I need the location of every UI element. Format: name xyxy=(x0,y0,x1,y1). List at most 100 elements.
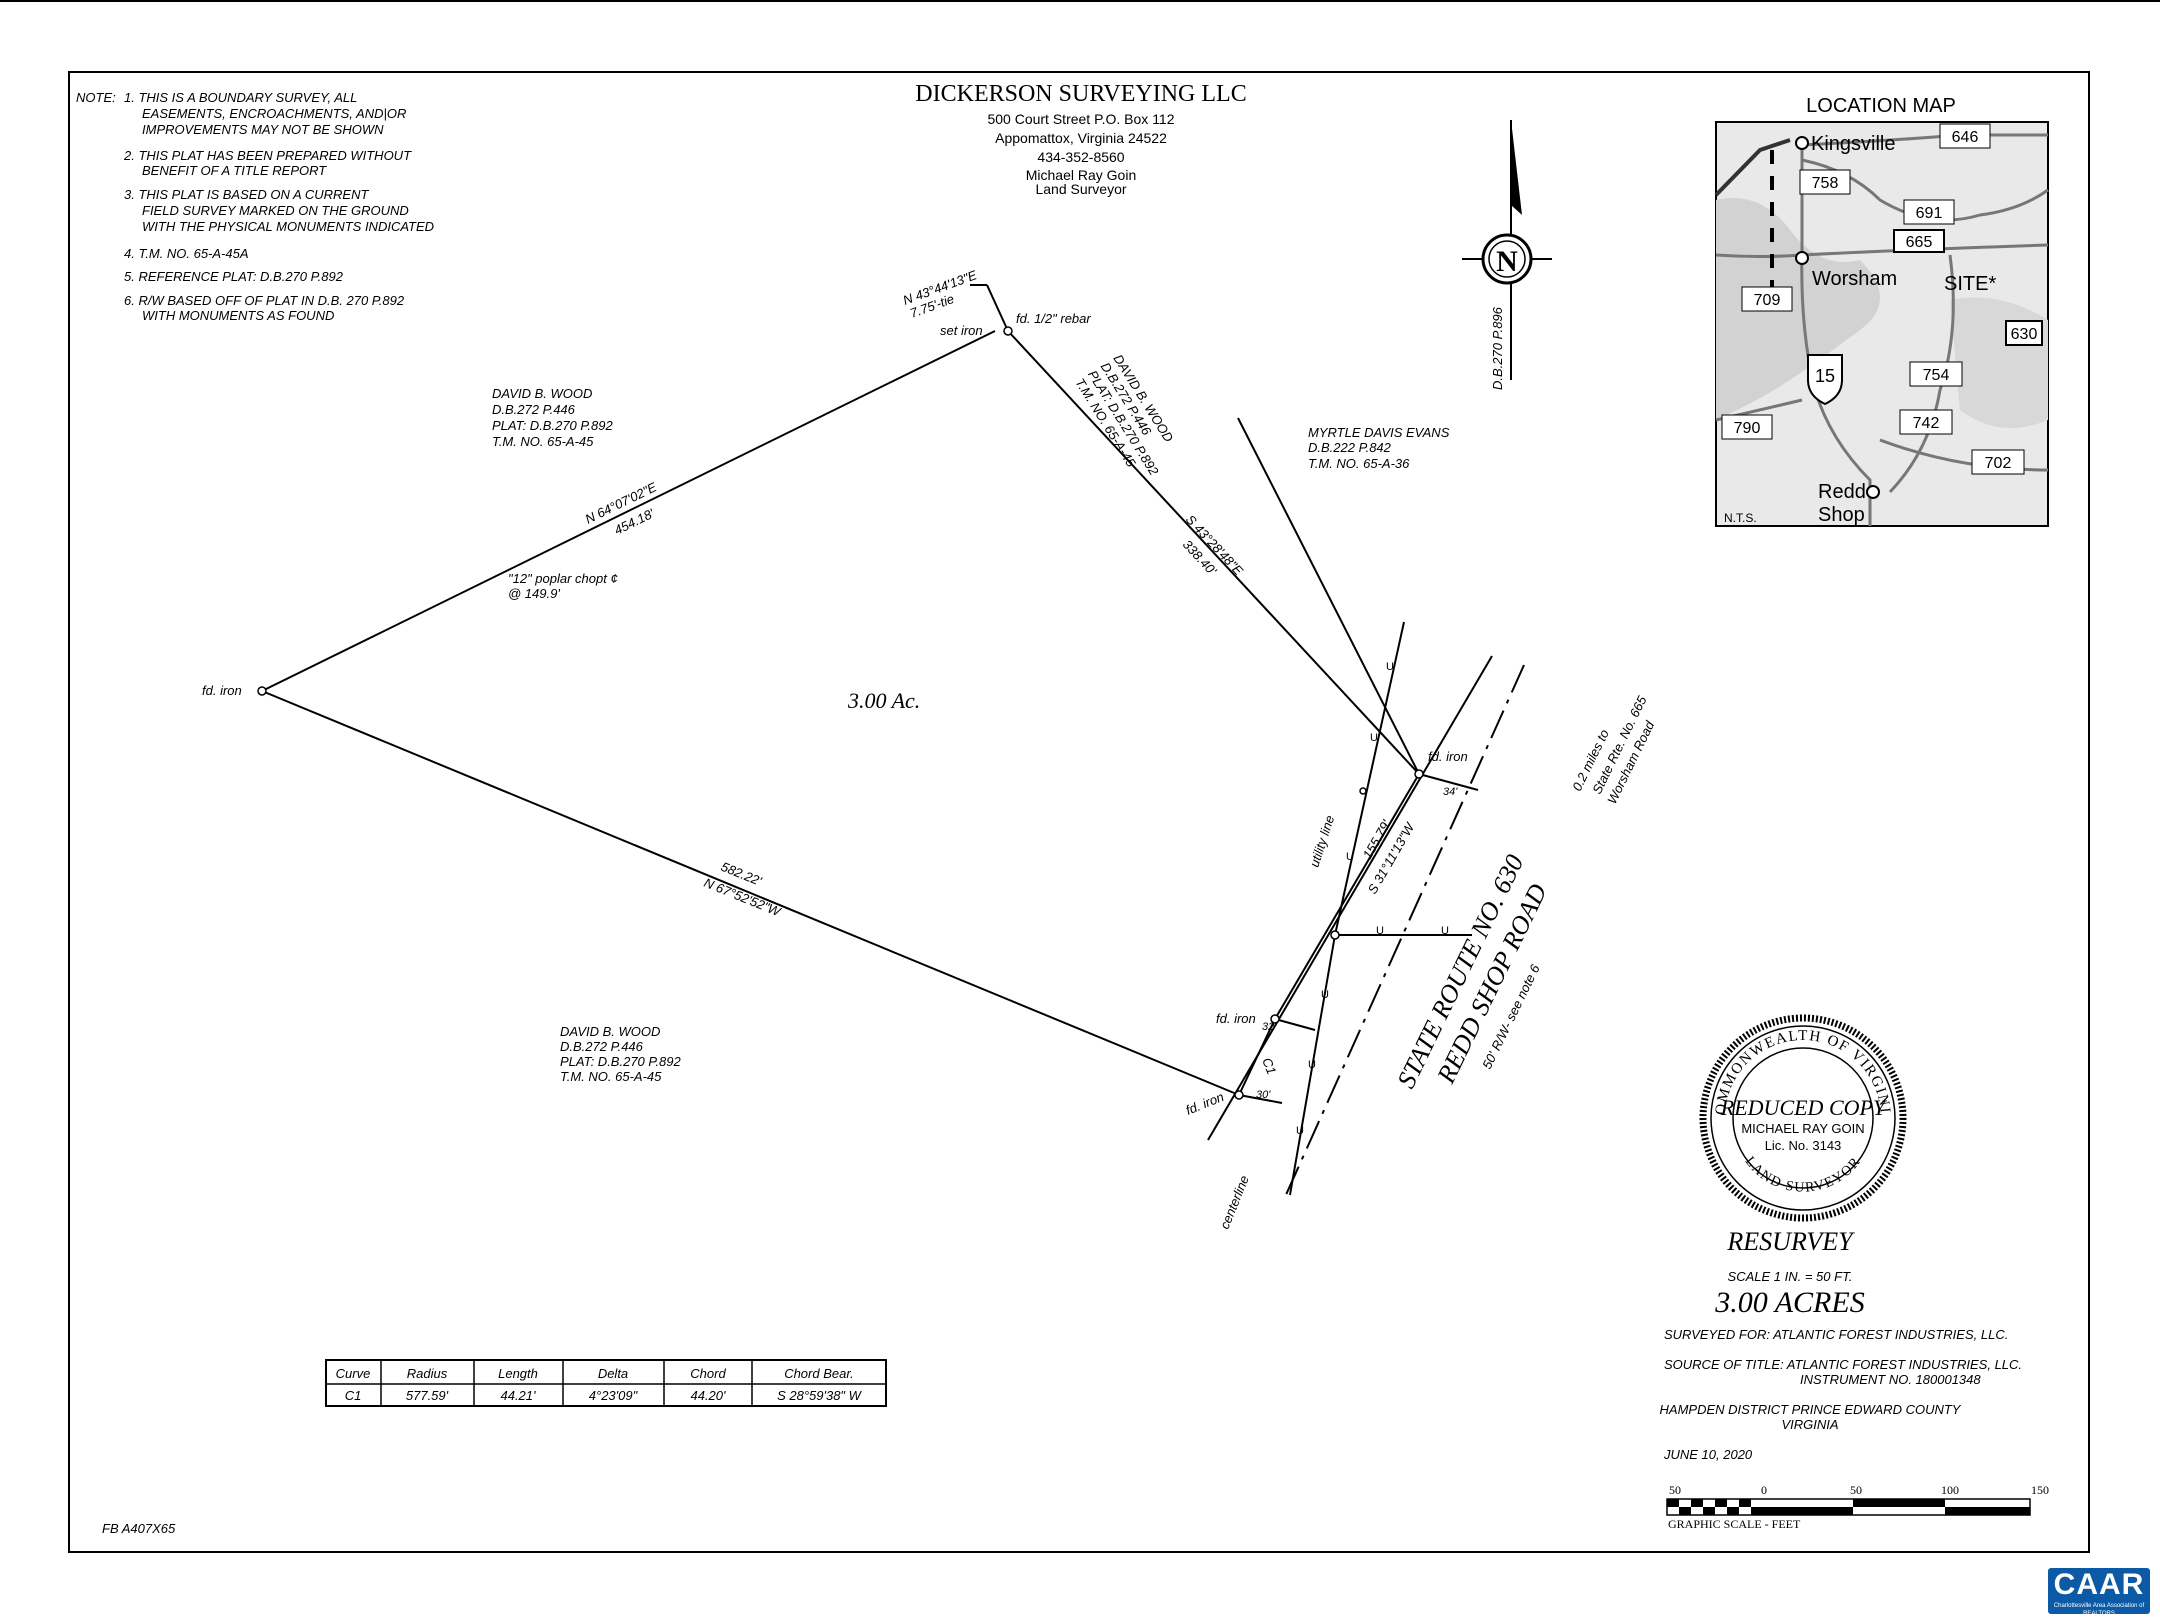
scale-tick-label: 100 xyxy=(1941,1483,1959,1497)
utility-marker: U xyxy=(1386,661,1394,673)
note-line: 6. R/W BASED OFF OF PLAT IN D.B. 270 P.8… xyxy=(124,293,405,308)
scale-checker xyxy=(1667,1499,1679,1507)
road-630 xyxy=(1888,254,1955,494)
graphic-scale-label: GRAPHIC SCALE - FEET xyxy=(1668,1517,1801,1531)
offset-32: 32' xyxy=(1262,1021,1277,1033)
utility-pole xyxy=(1330,930,1340,940)
worsham-marker xyxy=(1795,251,1809,265)
scale-checker xyxy=(1679,1507,1691,1515)
curve-table-frame xyxy=(325,1359,887,1407)
north-arrow-head xyxy=(1511,120,1522,215)
utility-pole xyxy=(1359,787,1367,795)
north-arrow-circle xyxy=(1481,233,1533,285)
parcel-line: T.M. NO. 65-A-45 xyxy=(492,434,594,449)
curve-table-header: Delta xyxy=(598,1366,628,1381)
scale-checker xyxy=(1703,1507,1715,1515)
company-city: Appomattox, Virginia 24522 xyxy=(995,130,1167,146)
terrain-shade xyxy=(1716,198,1880,420)
scale-segment xyxy=(1853,1499,1945,1507)
seal-ring xyxy=(1710,1025,1896,1211)
location-map: LOCATION MAP Kingsville Worsham SITE* Re… xyxy=(1714,95,2049,527)
parcel-wood-south: DAVID B. WOOD D.B.272 P.446 PLAT: D.B.27… xyxy=(560,1024,681,1084)
plat-border xyxy=(68,71,2090,1553)
scale-segment xyxy=(1945,1507,2030,1515)
utility-marker: U xyxy=(1441,925,1449,937)
route-label: 742 xyxy=(1913,415,1940,432)
field-book-ref: FB A407X65 xyxy=(102,1521,176,1536)
surveyor-name: Michael Ray Goin xyxy=(1026,167,1137,183)
place-worsham: Worsham xyxy=(1812,268,1897,290)
seal-license: Lic. No. 3143 xyxy=(1765,1138,1842,1153)
source-of-title: SOURCE OF TITLE: ATLANTIC FOREST INDUSTR… xyxy=(1664,1357,2022,1372)
monument-set-iron xyxy=(1003,326,1013,336)
route-label: 665 xyxy=(1906,234,1933,251)
utility-marker: U xyxy=(1321,989,1329,1001)
parcel-line: PLAT: D.B.270 P.892 xyxy=(492,418,613,433)
road-east-west xyxy=(1715,243,2049,258)
scale-segment xyxy=(1763,1507,1853,1515)
boundary xyxy=(261,284,1525,1198)
utility-marker: U xyxy=(1370,732,1378,744)
parcel-line: D.B.222 P.842 xyxy=(1308,440,1392,455)
monument-mid xyxy=(1270,1014,1280,1024)
survey-date: JUNE 10, 2020 xyxy=(1663,1447,1753,1462)
graphic-scale-ticks: 50 0 50 100 150 xyxy=(1669,1483,2049,1497)
curve-table-cell: C1 xyxy=(345,1388,362,1403)
route-label: 646 xyxy=(1952,129,1979,146)
route-shield xyxy=(1741,286,1793,312)
curve-table-header: Chord Bear. xyxy=(784,1366,854,1381)
state: VIRGINIA xyxy=(1781,1417,1838,1432)
centerline-label: centerline xyxy=(1217,1173,1252,1231)
row-line-west xyxy=(1207,655,1493,1141)
curve-table-header: Chord xyxy=(690,1366,726,1381)
curve-table-header: Radius xyxy=(407,1366,448,1381)
area-label: 3.00 Ac. xyxy=(847,688,920,713)
utility-markers: U U U U U U U U xyxy=(1296,661,1449,1137)
note-line: FIELD SURVEY MARKED ON THE GROUND xyxy=(142,203,409,218)
note-line: 2. THIS PLAT HAS BEEN PREPARED WITHOUT xyxy=(123,148,412,163)
location-map-title: LOCATION MAP xyxy=(1806,95,1956,117)
scale-checker xyxy=(1727,1507,1739,1515)
utility-marker: U xyxy=(1376,925,1384,937)
road-702 xyxy=(1879,438,2049,472)
route-label: 702 xyxy=(1985,455,2012,472)
east-iron-label: fd. iron xyxy=(1428,749,1468,764)
road-centerline xyxy=(1284,664,1525,1198)
poplar-label: "12" poplar chopt ¢ xyxy=(508,571,618,586)
utility-marker: U xyxy=(1296,1125,1304,1137)
route-shield xyxy=(1799,169,1851,195)
route-label: 630 xyxy=(2011,326,2038,343)
caar-logo-text: CAAR xyxy=(2053,1568,2145,1601)
seal-inner-ring xyxy=(1732,1047,1874,1189)
curve-table: Curve Radius Length Delta Chord Chord Be… xyxy=(325,1359,887,1407)
acreage-title: 3.00 ACRES xyxy=(1714,1286,1864,1319)
offset-line xyxy=(1418,773,1479,791)
curve-table-cell: 4°23'09" xyxy=(589,1388,639,1403)
scale-checker xyxy=(1751,1507,1763,1515)
parcel-line: MYRTLE DAVIS EVANS xyxy=(1308,425,1450,440)
curve-table-cell: 44.21' xyxy=(500,1388,536,1403)
call-labels: N 43°44'13"E 7.75'-tie set iron fd. 1/2"… xyxy=(202,267,1468,1231)
route-shield xyxy=(1903,199,1955,225)
county-line xyxy=(1714,138,1791,197)
north-ref: D.B.270 P.896 xyxy=(1490,306,1505,390)
utility-line-label: utility line xyxy=(1307,813,1338,868)
curve-table-header: Length xyxy=(498,1366,538,1381)
surveyor-title: Land Surveyor xyxy=(1035,181,1126,197)
scale-checker xyxy=(1691,1499,1703,1507)
route-label: 709 xyxy=(1754,292,1781,309)
surveyed-for: SURVEYED FOR: ATLANTIC FOREST INDUSTRIES… xyxy=(1664,1327,2008,1342)
monument-west xyxy=(257,686,267,696)
instrument-number: INSTRUMENT NO. 180001348 xyxy=(1800,1372,1981,1387)
poplar-distance: @ 149.9' xyxy=(508,586,560,601)
terrain-shade xyxy=(1950,297,2048,428)
utility-marker: U xyxy=(1308,1059,1316,1071)
place-shop: Shop xyxy=(1818,504,1865,526)
company-address: 500 Court Street P.O. Box 112 xyxy=(987,111,1174,127)
nts-label: N.T.S. xyxy=(1724,511,1757,525)
note-line: BENEFIT OF A TITLE REPORT xyxy=(142,163,327,178)
north-letter: N xyxy=(1496,245,1518,278)
north-arrow-inner-ring xyxy=(1488,240,1526,278)
graphic-scale-bar xyxy=(1666,1498,2031,1516)
note-line: 5. REFERENCE PLAT: D.B.270 P.892 xyxy=(124,269,344,284)
